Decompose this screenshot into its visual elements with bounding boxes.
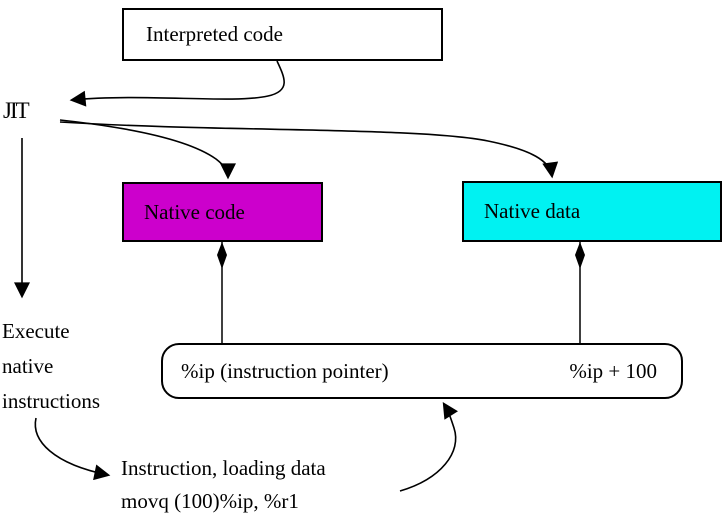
- arrow-execute-to-instruction-note: [34, 417, 111, 481]
- instruction-note-line2: movq (100)%ip, %r1: [121, 489, 299, 513]
- interpreted-code-label: Interpreted code: [146, 22, 284, 46]
- native-data-label: Native data: [484, 199, 581, 223]
- diamond-arrowhead-native-code-icon: [217, 242, 227, 269]
- diamond-arrowhead-native-data-icon: [575, 242, 585, 269]
- execute-native-instructions-label: Execute native instructions: [2, 314, 100, 419]
- native-code-label: Native code: [144, 199, 245, 224]
- jit-label: JIT: [3, 98, 30, 123]
- execute-label-line3: instructions: [2, 389, 100, 413]
- instruction-pointer-label: %ip (instruction pointer): [181, 358, 389, 383]
- instruction-pointer-box: %ip (instruction pointer) %ip + 100: [161, 343, 683, 399]
- native-data-box: Native data: [462, 181, 722, 242]
- arrow-jit-to-native-code: [59, 119, 236, 180]
- instruction-note-line1: Instruction, loading data: [121, 456, 326, 480]
- arrow-interpreted-to-jit: [69, 60, 285, 107]
- arrow-jit-to-native-data: [59, 121, 559, 179]
- ip-plus-100-label: %ip + 100: [569, 358, 657, 383]
- interpreted-code-box: Interpreted code: [122, 8, 443, 61]
- arrow-instruction-note-to-pointer-box: [399, 401, 458, 492]
- execute-label-line2: native: [2, 354, 54, 378]
- execute-label-line1: Execute: [2, 319, 70, 343]
- native-code-box: Native code: [122, 182, 323, 242]
- instruction-note: Instruction, loading data movq (100)%ip,…: [121, 452, 326, 518]
